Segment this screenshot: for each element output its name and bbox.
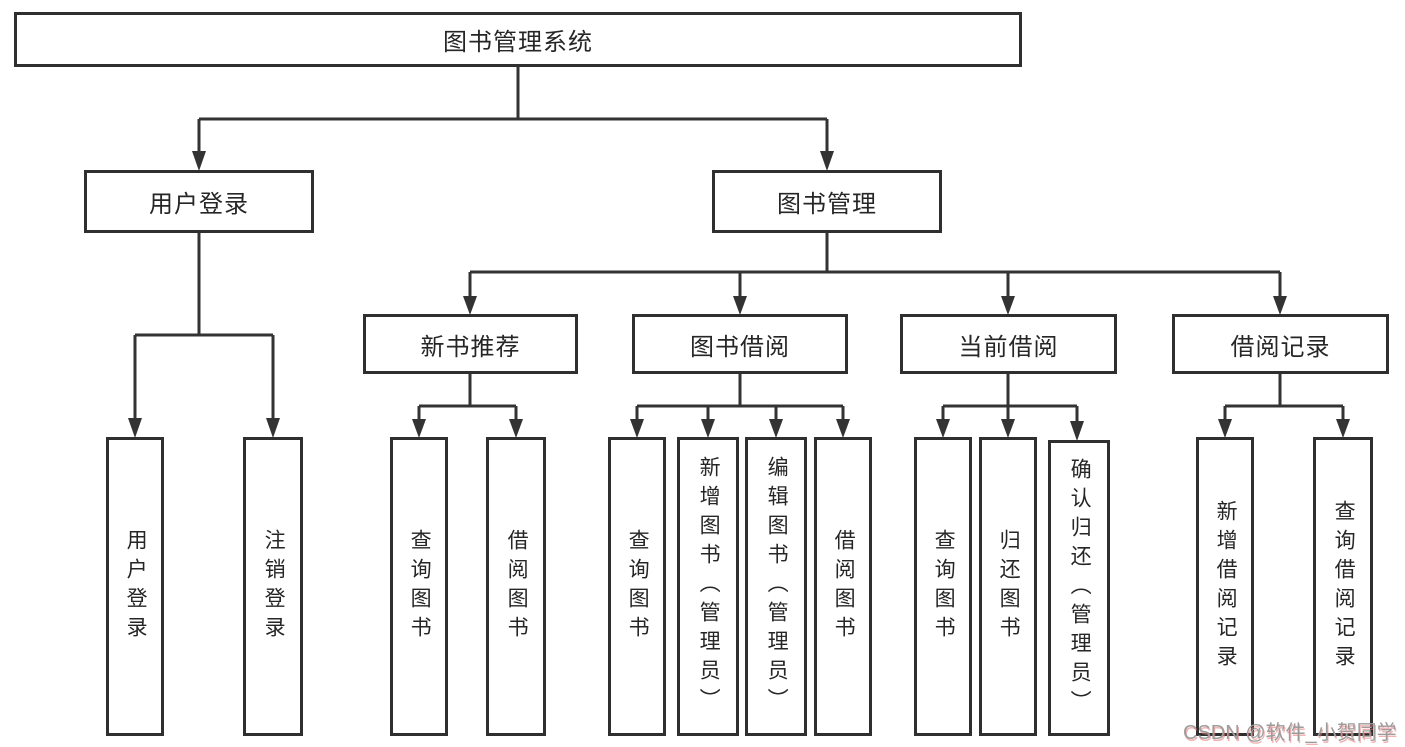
node-label: 编辑图书（管理员） xyxy=(765,456,789,717)
node-label: 图书管理 xyxy=(777,191,877,218)
node-new-book-recommend: 新书推荐 xyxy=(363,314,578,374)
node-label: 用户登录 xyxy=(124,528,148,645)
node-label: 查询借阅记录 xyxy=(1332,499,1356,674)
node-query-books-current: 查询图书 xyxy=(914,437,972,736)
node-library-management-system: 图书管理系统 xyxy=(14,12,1022,67)
node-query-books-borrow: 查询图书 xyxy=(608,437,666,736)
node-borrow-books: 借阅图书 xyxy=(814,437,872,736)
node-logout-action: 注销登录 xyxy=(243,437,303,736)
node-borrow-records: 借阅记录 xyxy=(1172,314,1389,374)
node-book-management: 图书管理 xyxy=(712,170,942,233)
node-add-book-admin: 新增图书（管理员） xyxy=(677,437,739,736)
node-confirm-return-admin: 确认归还（管理员） xyxy=(1048,440,1110,736)
node-current-borrow: 当前借阅 xyxy=(900,314,1117,374)
node-label: 查询图书 xyxy=(626,528,650,645)
node-label: 查询图书 xyxy=(408,528,432,645)
node-borrow-books-recommend: 借阅图书 xyxy=(486,437,546,736)
node-user-login: 用户登录 xyxy=(84,170,314,233)
node-label: 新增借阅记录 xyxy=(1214,499,1238,674)
node-label: 借阅图书 xyxy=(832,528,856,645)
node-user-login-action: 用户登录 xyxy=(106,437,164,736)
node-add-borrow-record: 新增借阅记录 xyxy=(1196,437,1254,736)
node-book-borrow: 图书借阅 xyxy=(632,314,848,374)
node-label: 当前借阅 xyxy=(958,333,1059,361)
node-edit-book-admin: 编辑图书（管理员） xyxy=(745,437,807,736)
node-label: 借阅图书 xyxy=(505,528,529,645)
node-label: 确认归还（管理员） xyxy=(1068,457,1092,719)
csdn-watermark: CSDN @软件_小贺同学 xyxy=(1183,722,1397,744)
node-label: 新增图书（管理员） xyxy=(697,456,721,717)
node-query-borrow-record: 查询借阅记录 xyxy=(1313,437,1373,736)
node-label: 新书推荐 xyxy=(420,333,521,361)
node-label: 用户登录 xyxy=(149,191,249,218)
node-query-books-recommend: 查询图书 xyxy=(390,437,448,736)
node-label: 图书管理系统 xyxy=(443,29,593,56)
node-label: 注销登录 xyxy=(262,528,286,645)
arrowheads xyxy=(128,151,1350,441)
node-label: 图书借阅 xyxy=(690,333,790,361)
node-label: 借阅记录 xyxy=(1230,333,1331,361)
node-label: 归还图书 xyxy=(997,528,1021,645)
node-label: 查询图书 xyxy=(932,528,956,645)
node-return-books: 归还图书 xyxy=(979,437,1037,736)
